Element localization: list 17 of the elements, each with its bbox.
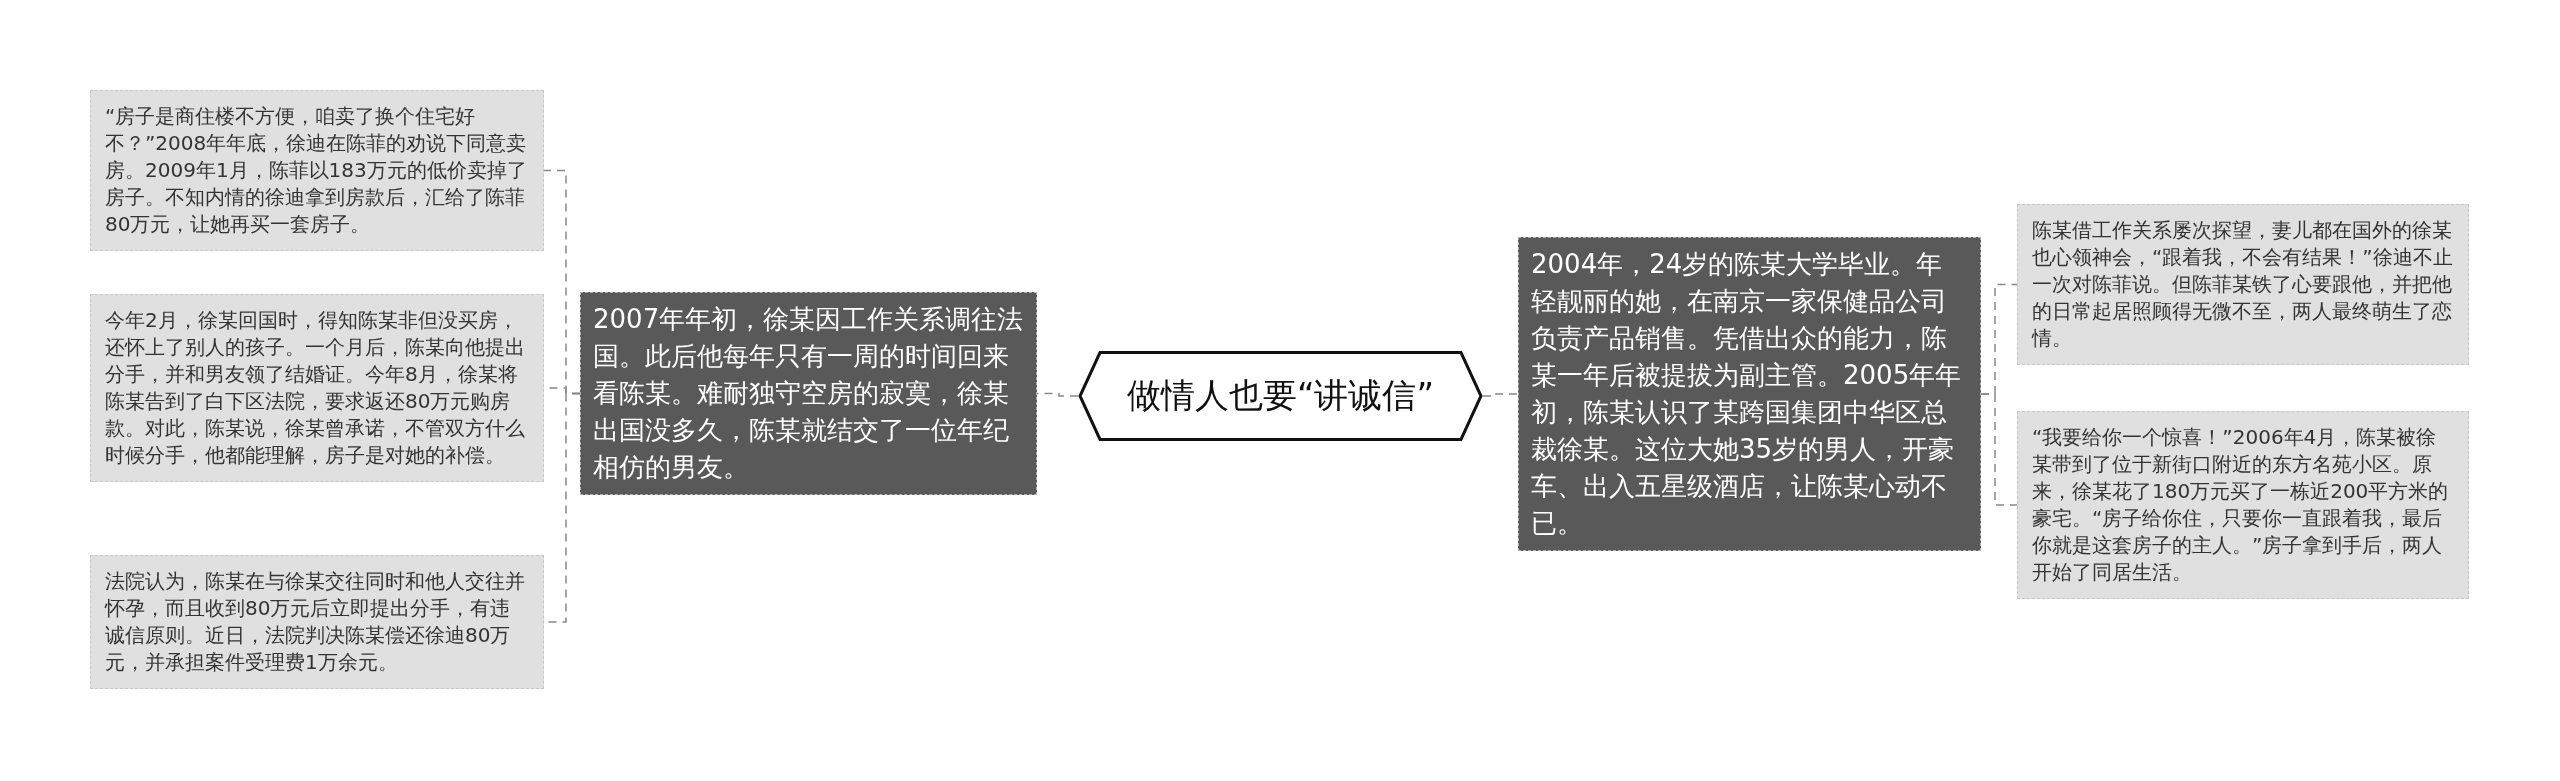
note-card xyxy=(90,294,544,482)
connector-line xyxy=(1036,392,1079,397)
note-text: “房子是商住楼不方便，咱卖了换个住宅好不？”2008年年底，徐迪在陈菲的劝说下同意卖房。2009年1月，陈菲以183万元的低价卖掉了房子。不知内情的徐迪拿到房款后，汇给了陈菲80万元，让她再买一套房子。 xyxy=(105,104,527,236)
note-text: 法院认为，陈某在与徐某交往同时和他人交往并怀孕，而且收到80万元后立即提出分手，有违诚信原则。近日，法院判决陈某偿还徐迪80万元，并承担案件受理费1万余元。 xyxy=(105,569,525,674)
title-text: 做情人也要“讲诚信” xyxy=(1126,374,1435,417)
event-text: 2007年年初，徐某因工作关系调往法国。此后他每年只有一周的时间回来看陈某。难耐独守空房的寂寞，徐某出国没多久，陈某就结交了一位年纪相仿的男友。 xyxy=(593,304,1024,482)
note-card xyxy=(90,555,544,689)
note-text: 今年2月，徐某回国时，得知陈某非但没买房，还怀上了别人的孩子。一个月后，陈某向他提出分手，并和男友领了结婚证。今年8月，徐某将陈某告到了白下区法院，要求返还80万元购房款。对此，陈某说，徐某曾承诺，不管双方什么时候分手，他都能理解，房子是对她的补偿。 xyxy=(105,308,525,467)
note-card xyxy=(90,90,544,251)
note-text: 陈某借工作关系屡次探望，妻儿都在国外的徐某也心领神会，“跟着我，不会有结果！”徐迪不止一次对陈菲说。但陈菲某铁了心要跟他，并把他的日常起居照顾得无微不至，两人最终萌生了恋情。 xyxy=(2032,218,2453,350)
note-text: “我要给你一个惊喜！”2006年4月，陈某被徐某带到了位于新街口附近的东方名苑小区。原来，徐某花了180万元买了一栋近200平方米的豪宅。“房子给你住，只要你一直跟着我，最后你就是这套房子的主人。”房子拿到手后，两人开始了同居生活。 xyxy=(2032,425,2449,584)
event-card xyxy=(580,292,1037,495)
connector-line xyxy=(1980,393,2018,506)
connector-line xyxy=(1482,393,1519,397)
note-card xyxy=(2017,411,2469,599)
event-text: 2004年，24岁的陈某大学毕业。年轻靓丽的她，在南京一家保健品公司负责产品销售。凭借出众的能力，陈某一年后被提拔为副主管。2005年年初，陈某认识了某跨国集团中华区总裁徐某。这位大她35岁的男人，开豪车、出入五星级酒店，让陈某心动不已。 xyxy=(1531,249,1962,538)
note-card xyxy=(2017,204,2469,365)
